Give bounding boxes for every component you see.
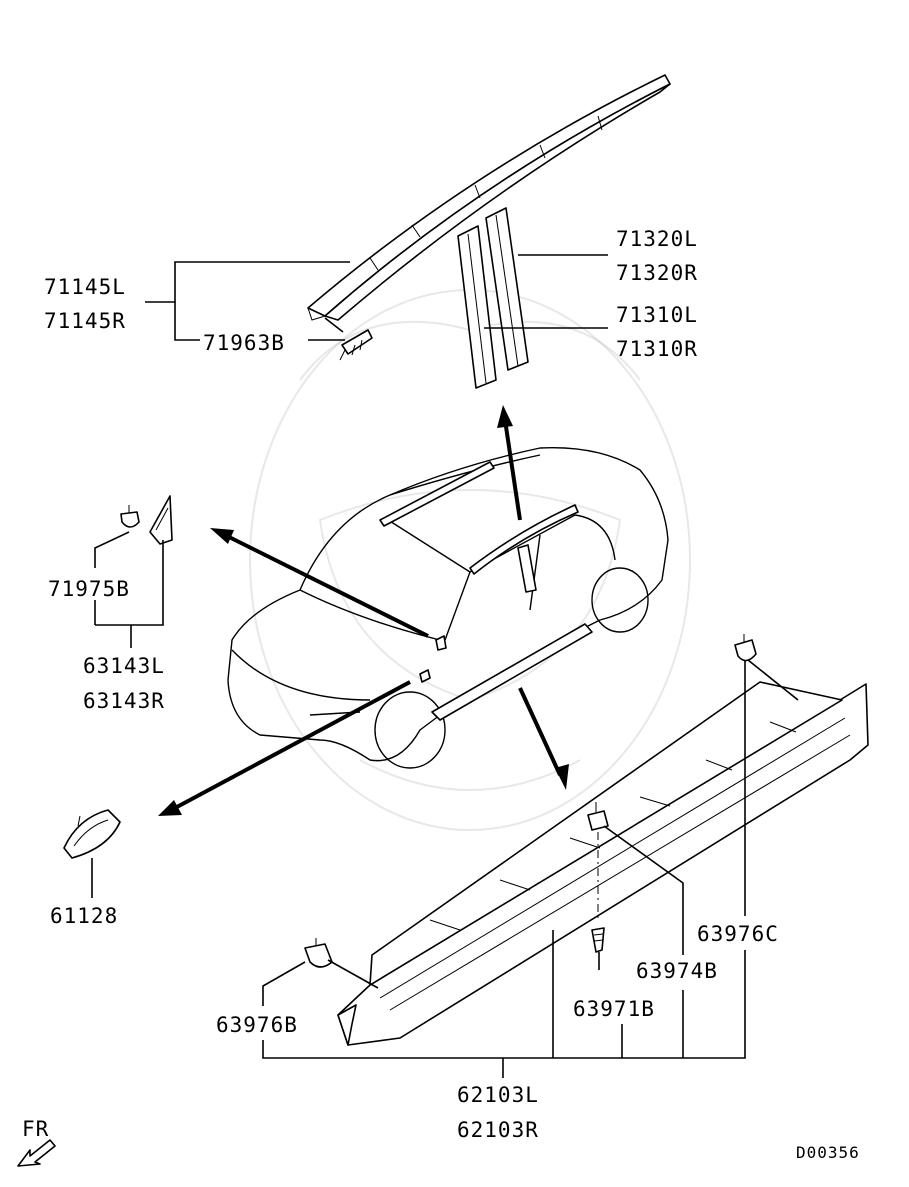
label-63976B: 63976B <box>216 1013 298 1037</box>
corner-cover <box>120 495 173 545</box>
label-71320L: 71320L <box>616 227 698 251</box>
label-63971B: 63971B <box>573 997 655 1021</box>
label-71975B: 71975B <box>48 577 130 601</box>
label-62103R: 62103R <box>457 1118 539 1142</box>
moulding-clip <box>324 317 373 361</box>
side-turn-lamp <box>63 809 121 859</box>
label-71310L: 71310L <box>616 303 698 327</box>
label-71320R: 71320R <box>616 261 698 285</box>
label-63143R: 63143R <box>83 689 165 713</box>
pillar-tapes <box>457 207 529 389</box>
label-63974B: 63974B <box>636 959 718 983</box>
label-63976C: 63976C <box>697 922 779 946</box>
pointer-arrows <box>158 405 569 816</box>
side-sill-garnish <box>337 681 869 1046</box>
sill-fasteners <box>304 634 799 989</box>
label-71310R: 71310R <box>616 337 698 361</box>
leader-lines <box>91 254 746 1078</box>
roof-drip-moulding <box>307 74 671 321</box>
label-62103L: 62103L <box>457 1083 539 1107</box>
label-71145R: 71145R <box>44 309 126 333</box>
label-61128: 61128 <box>50 904 118 928</box>
front-arrow-icon <box>17 1139 56 1167</box>
direction-label: FR <box>22 1117 49 1141</box>
label-63143L: 63143L <box>83 654 165 678</box>
car-illustration <box>227 446 669 769</box>
label-71963B: 71963B <box>203 331 285 355</box>
label-71145L: 71145L <box>44 275 126 299</box>
diagram-code: D00356 <box>796 1143 860 1162</box>
